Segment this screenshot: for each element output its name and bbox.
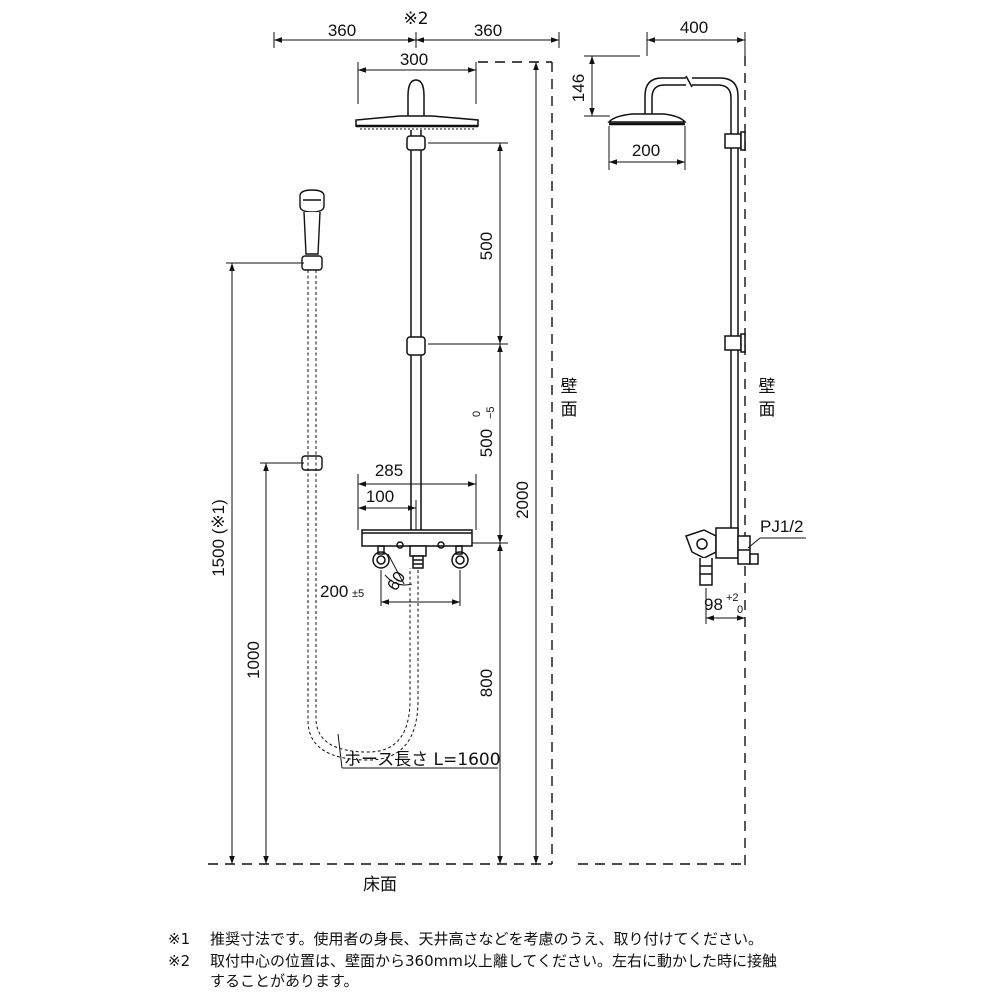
dim-top-360-360 xyxy=(273,32,560,48)
dim-label-head-width: 300 xyxy=(400,50,428,69)
dim-angle xyxy=(384,553,413,586)
dim-head-drop xyxy=(584,55,640,117)
dim-label-top-right: 360 xyxy=(474,21,502,40)
dim-label-top-left: 360 xyxy=(328,21,356,40)
front-wall-label: 壁 面 xyxy=(561,377,578,420)
side-mixer xyxy=(685,527,759,586)
dim-label-mixer-height: 800 xyxy=(477,669,496,697)
dim-label-note2-mark: ※2 xyxy=(403,9,428,29)
dim-label-head-diameter: 200 xyxy=(632,141,660,160)
dim-label-depth-tol-upper: +2 xyxy=(726,592,739,604)
note-1-text: 推奨寸法です。使用者の身長、天井高さなどを考慮のうえ、取り付けてください。 xyxy=(210,930,764,948)
side-shower-arm xyxy=(644,75,739,128)
dim-label-inlet-spacing: 200 xyxy=(320,582,348,601)
note-1-mark: ※1 xyxy=(168,930,191,948)
floor-label: 床面 xyxy=(363,875,397,895)
dim-head-diameter xyxy=(608,126,686,170)
front-wall-label-top: 壁 xyxy=(561,377,578,397)
hose-length-label: ホース長さ L=1600 xyxy=(344,750,501,770)
dim-label-inlet-tol: ±5 xyxy=(352,588,364,600)
dim-arm-reach xyxy=(646,32,746,56)
side-shower-bar xyxy=(724,128,746,536)
side-shower-head xyxy=(607,113,687,126)
side-wall-label: 壁 面 xyxy=(759,377,776,420)
note-2-cont: することがあります。 xyxy=(168,972,359,991)
dim-inlet-spacing xyxy=(380,570,461,606)
dim-label-arm-reach: 400 xyxy=(680,18,708,37)
front-wall-label-bottom: 面 xyxy=(561,400,578,420)
dim-label-mixer-width: 285 xyxy=(375,461,403,480)
note-2: ※2 取付中心の位置は、壁面から360mm以上離してください。左右に動かした時に接… xyxy=(168,952,777,971)
side-view xyxy=(578,32,806,866)
dim-label-head-drop: 146 xyxy=(569,74,588,102)
shower-hose xyxy=(307,270,419,761)
thread-label: PJ1/2 xyxy=(760,517,803,536)
side-wall-label-bottom: 面 xyxy=(759,400,776,420)
dim-label-total-height: 2000 xyxy=(513,481,532,519)
shower-bar xyxy=(406,130,426,540)
overhead-shower-head xyxy=(355,79,479,130)
dim-label-mixer-offset: 100 xyxy=(366,487,394,506)
side-wall-dashed xyxy=(578,56,746,866)
dim-label-bar-lower-group: 500 0 −5 xyxy=(471,406,497,457)
note-1: ※1 推奨寸法です。使用者の身長、天井高さなどを考慮のうえ、取り付けてください。 xyxy=(168,930,763,949)
dim-label-angle: 60 xyxy=(383,568,409,594)
dim-label-holder-1000: 1000 xyxy=(244,641,263,679)
thermostatic-mixer xyxy=(361,529,473,569)
wall-boundary-dashed xyxy=(208,61,553,865)
hose-leader xyxy=(337,733,498,769)
dim-label-bar-lower: 500 xyxy=(477,429,496,457)
dim-bar-vertical xyxy=(428,62,539,864)
thread-leader xyxy=(747,537,806,549)
note-2-mark: ※2 xyxy=(168,952,191,970)
dim-label-holder-1500: 1500 (※1) xyxy=(209,499,228,577)
dim-label-depth-tol-lower: 0 xyxy=(737,604,743,616)
dim-label-bar-lower-tol-lower: −5 xyxy=(485,406,497,419)
note-2-cont-text: することがあります。 xyxy=(210,972,359,990)
front-view xyxy=(208,32,560,865)
dim-label-bar-upper: 500 xyxy=(477,232,496,260)
dim-mixer-width xyxy=(357,474,477,530)
dim-label-depth: 98 xyxy=(704,595,723,614)
dim-holder-heights xyxy=(226,262,304,864)
dim-head-width xyxy=(357,62,477,104)
hand-shower xyxy=(299,189,325,471)
side-wall-label-top: 壁 xyxy=(759,377,776,397)
note-2-text: 取付中心の位置は、壁面から360mm以上離してください。左右に動かした時に接触 xyxy=(210,952,777,970)
dim-label-bar-lower-tol-upper: 0 xyxy=(471,411,483,417)
dim-depth xyxy=(705,588,745,624)
